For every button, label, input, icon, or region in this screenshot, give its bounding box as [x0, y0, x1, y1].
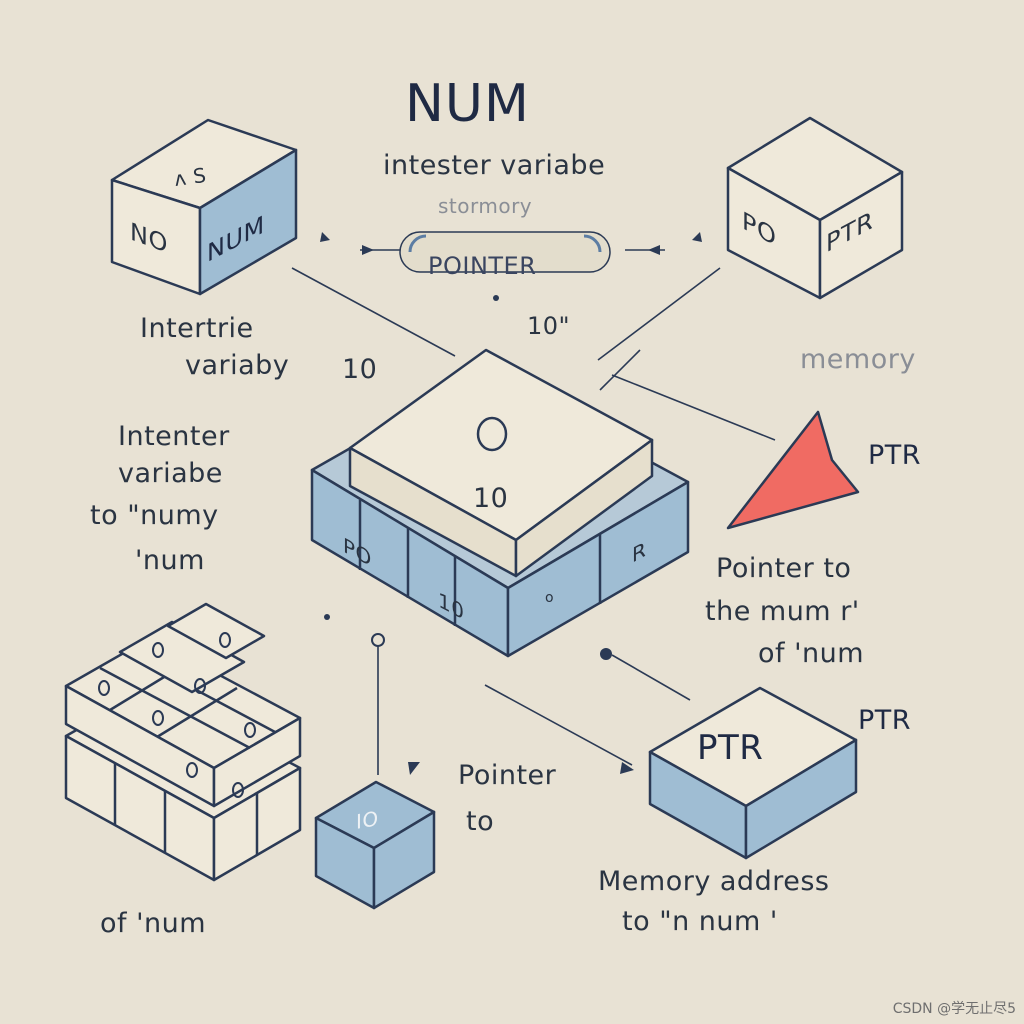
right-desc-line-1: Pointer to [716, 553, 852, 584]
stacked-memory-blocks [64, 602, 302, 882]
left-desc-line-2: variabe [118, 458, 223, 489]
left-desc-line-3: to "numy [90, 500, 219, 531]
left-desc-line-4: 'num [135, 545, 205, 576]
left-cube-top-label: ʌ S [172, 162, 208, 192]
subtitle: intester variabe [383, 150, 606, 181]
line-right-cube-to-center [597, 267, 721, 361]
connector-lines [291, 249, 776, 775]
left-ten-value: 10 [342, 354, 378, 385]
small-arrowhead [620, 762, 634, 774]
right-desc-line-2: the mum r' [705, 596, 860, 627]
left-cube [110, 118, 298, 296]
diagram-title: NUM [405, 74, 530, 134]
pointer-to-line-2: to [466, 806, 495, 837]
center-slot-3: o [545, 590, 555, 606]
ptr-arrow-label: PTR [868, 440, 922, 471]
line-center-to-ptr-arrow [611, 374, 776, 441]
ptr-red-arrow [726, 410, 860, 530]
line-dot-to-ptr-block [611, 654, 691, 701]
memory-address-line-1: Memory address [598, 866, 830, 897]
ptr-bottom-label: PTR [858, 705, 912, 736]
subtitle-secondary: stormory [438, 194, 533, 218]
watermark: CSDN @学无止尽5 [892, 1001, 1016, 1017]
center-block-value: 10 [473, 483, 509, 514]
small-pointer-block [314, 780, 436, 910]
left-desc-line-1: Intenter [118, 421, 230, 452]
of-num-bottom-label: of 'num [100, 908, 207, 939]
small-arrowhead [648, 245, 660, 255]
ten-quote-label: 10" [527, 312, 571, 340]
connector-dots [320, 159, 823, 775]
small-arrowhead [408, 762, 420, 775]
small-arrowhead [692, 232, 702, 242]
right-desc-line-3: of 'num [758, 638, 865, 669]
right-cube [726, 116, 904, 300]
line-left-cube-to-center [291, 267, 456, 357]
ptr-block-label: PTR [697, 728, 764, 768]
left-text-line-1: Intertrie [140, 313, 254, 344]
small-block-label: IO [356, 806, 379, 834]
memory-label: memory [800, 344, 916, 375]
memory-address-line-2: to "n num ' [622, 906, 778, 937]
small-arrowhead [320, 232, 330, 242]
pointer-pill-label: POINTER [428, 252, 537, 280]
line-center-tick [599, 349, 641, 391]
line-center-to-ptr-block [484, 684, 633, 766]
small-arrowhead [362, 245, 374, 255]
pointer-to-line-1: Pointer [458, 760, 557, 791]
ptr-block [648, 686, 858, 860]
center-block [310, 348, 690, 658]
left-text-line-2: variaby [185, 350, 290, 381]
pointer-pill [399, 231, 611, 273]
